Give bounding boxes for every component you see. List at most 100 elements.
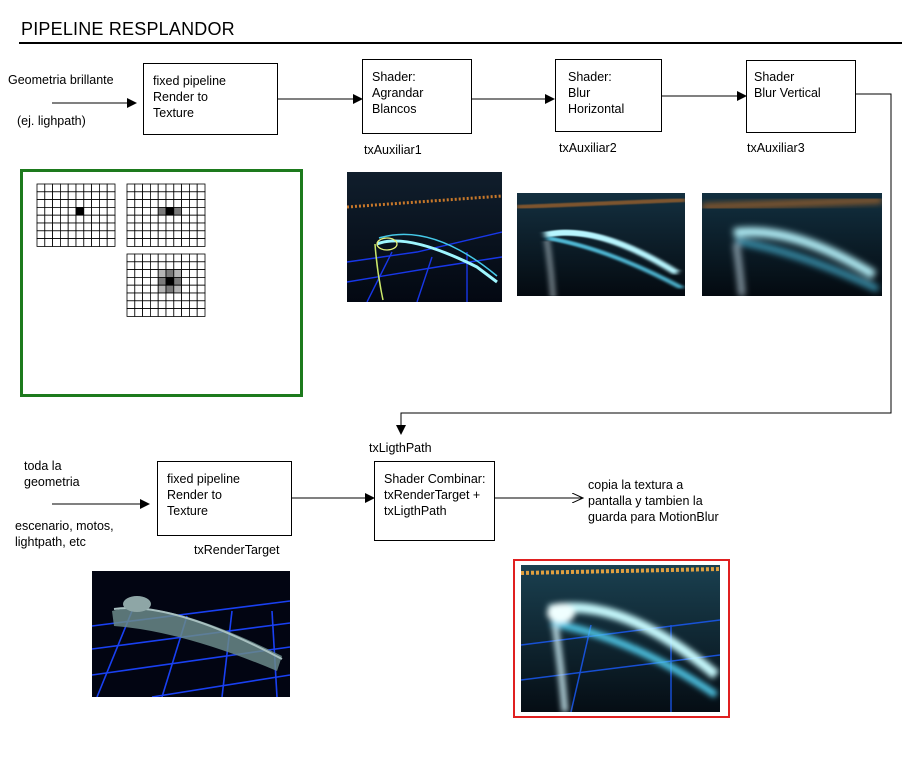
kernel-cell: [126, 214, 136, 224]
kernel-cell: [83, 222, 92, 232]
kernel-cell: [60, 214, 69, 224]
kernel-cell: [150, 253, 159, 263]
kernel-cell: [196, 183, 206, 193]
kernel-cell: [126, 292, 136, 302]
kernel-cell: [181, 230, 190, 239]
kernel-cell: [196, 191, 206, 200]
kernel-cell: [173, 222, 183, 232]
kernel-cell: [173, 300, 183, 310]
kernel-cell: [196, 207, 206, 216]
kernel-cell: [134, 261, 144, 271]
kernel-cell: [188, 207, 198, 216]
title-underline: [19, 42, 902, 44]
kernel-cell: [99, 222, 108, 232]
kernel-cell: [134, 308, 144, 317]
kernel-cell: [134, 230, 144, 239]
kernel-cell: [99, 230, 108, 239]
kernel-cell: [150, 199, 159, 208]
shader-combinar-text: Shader Combinar: txRenderTarget + txLigt…: [384, 472, 486, 518]
kernel-cell: [196, 300, 206, 310]
kernel-cell: [157, 214, 167, 224]
kernel-cell: [134, 183, 144, 193]
shader-agrandar-text: Shader: Agrandar Blancos: [372, 70, 424, 116]
kernel-cell: [181, 308, 190, 317]
kernel-cell: [142, 199, 151, 208]
kernel-cell: [173, 277, 183, 286]
kernel-cell: [44, 238, 53, 247]
output-label-txauxiliar1: txAuxiliar1: [364, 143, 422, 157]
arrow-blurv-to-combine: [396, 93, 892, 435]
kernel-cell: [52, 230, 61, 239]
kernel-cell: [67, 230, 77, 239]
kernel-cell: [44, 207, 53, 216]
kernel-cell: [165, 183, 175, 193]
kernel-cell: [36, 207, 46, 216]
kernel-cell: [150, 300, 159, 310]
kernel-cell: [52, 214, 61, 224]
kernel-cell: [126, 222, 136, 232]
output-label-txauxiliar3: txAuxiliar3: [747, 141, 805, 155]
shader-blur-vertical-text: Shader Blur Vertical: [754, 70, 821, 100]
kernel-grid-vertical: [126, 253, 206, 317]
kernel-cell: [75, 230, 85, 239]
kernel-cell: [165, 199, 175, 208]
kernel-cell: [126, 300, 136, 310]
shader-agrandar-box: Shader: Agrandar Blancos: [362, 59, 472, 134]
kernel-cell: [126, 277, 136, 286]
render-to-texture-text: fixed pipeline Render to Texture: [153, 74, 226, 120]
kernel-cell: [150, 222, 159, 232]
kernel-cell: [181, 191, 190, 200]
kernel-cell: [196, 261, 206, 271]
kernel-cell: [196, 269, 206, 278]
kernel-cell: [181, 222, 190, 232]
kernel-cell: [44, 230, 53, 239]
kernel-cell: [67, 191, 77, 200]
kernel-cell: [188, 214, 198, 224]
kernel-cell: [157, 284, 167, 294]
kernel-cell: [99, 183, 108, 193]
txauxiliar1-preview: [347, 172, 502, 302]
kernel-cell: [181, 199, 190, 208]
kernel-cell: [157, 253, 167, 263]
kernel-cell: [52, 207, 61, 216]
final-result-preview: [521, 565, 720, 712]
kernel-cell: [142, 253, 151, 263]
input-note-lighpath: (ej. lighpath): [17, 114, 86, 128]
kernel-cell: [60, 207, 69, 216]
txauxiliar2-preview: [517, 193, 685, 296]
txrendertarget-preview: [92, 571, 290, 697]
kernel-cell: [196, 230, 206, 239]
kernel-cell: [150, 277, 159, 286]
kernel-cell: [196, 238, 206, 247]
kernel-cell: [188, 269, 198, 278]
kernel-cell: [188, 183, 198, 193]
kernel-cell: [67, 214, 77, 224]
kernel-cell: [134, 277, 144, 286]
kernel-cell: [106, 238, 116, 247]
kernel-cell: [75, 191, 85, 200]
render-target-text: fixed pipeline Render to Texture: [167, 472, 240, 518]
kernel-cell: [99, 238, 108, 247]
kernel-cell: [75, 238, 85, 247]
kernel-cell: [67, 199, 77, 208]
kernel-cell: [181, 300, 190, 310]
kernel-cell: [52, 183, 61, 193]
shader-blur-horizontal-box: Shader: Blur Horizontal: [555, 59, 662, 132]
kernel-cell: [181, 214, 190, 224]
kernel-cell: [142, 191, 151, 200]
kernel-cell: [173, 199, 183, 208]
kernel-cell: [150, 284, 159, 294]
kernel-cell: [126, 269, 136, 278]
kernel-cell: [67, 207, 77, 216]
kernel-cell: [134, 269, 144, 278]
kernel-cell: [36, 191, 46, 200]
kernel-cell: [142, 183, 151, 193]
kernel-cell: [134, 191, 144, 200]
kernel-cell: [106, 183, 116, 193]
kernel-cell: [188, 292, 198, 302]
kernel-cell: [173, 191, 183, 200]
kernel-cell: [196, 284, 206, 294]
kernel-cell: [60, 222, 69, 232]
kernel-cell: [150, 261, 159, 271]
kernel-cell: [157, 230, 167, 239]
